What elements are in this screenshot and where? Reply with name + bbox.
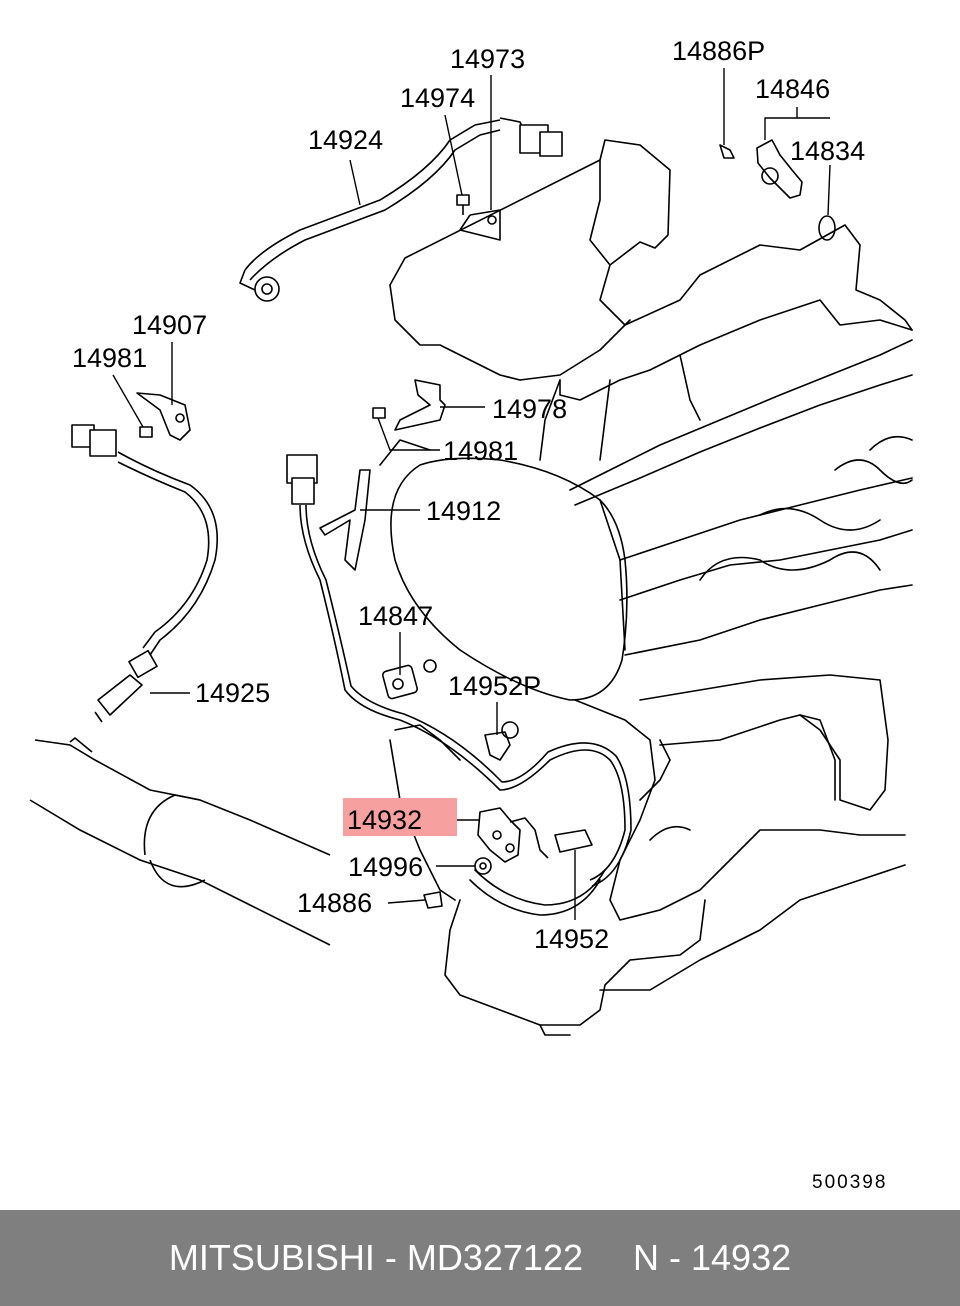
label-14912[interactable]: 14912 [426,496,501,526]
label-14924[interactable]: 14924 [308,125,383,155]
label-14952[interactable]: 14952 [534,924,609,954]
parts-diagram: 14973 14974 14924 14886P 14846 14834 149… [29,36,913,1193]
label-14978[interactable]: 14978 [492,394,567,424]
exhaust-pipe-drawing [29,736,331,946]
label-14974[interactable]: 14974 [400,83,475,113]
highlight-box [343,798,457,836]
label-14886[interactable]: 14886 [297,888,372,918]
leader-lines [112,68,831,920]
label-14847[interactable]: 14847 [358,601,433,631]
label-14981-left[interactable]: 14981 [72,343,147,373]
label-14981-middle[interactable]: 14981 [443,436,518,466]
parts-drawing [71,117,836,909]
diagram-code: 500398 [812,1172,887,1193]
engine-block-drawing [379,139,913,1036]
label-14952P[interactable]: 14952P [448,671,541,701]
label-14925[interactable]: 14925 [195,678,270,708]
label-14846[interactable]: 14846 [755,74,830,104]
part-labels: 14973 14974 14924 14886P 14846 14834 149… [72,36,887,1193]
label-14932-highlighted[interactable]: 14932 [347,805,422,835]
label-14834[interactable]: 14834 [790,136,865,166]
footer-part-info: MITSUBISHI - MD327122 N - 14932 [168,1237,792,1278]
label-14886P[interactable]: 14886P [672,36,765,66]
label-14907[interactable]: 14907 [132,310,207,340]
label-14996[interactable]: 14996 [348,852,423,882]
footer-bar: MITSUBISHI - MD327122 N - 14932 [0,1210,960,1306]
label-14973[interactable]: 14973 [450,44,525,74]
